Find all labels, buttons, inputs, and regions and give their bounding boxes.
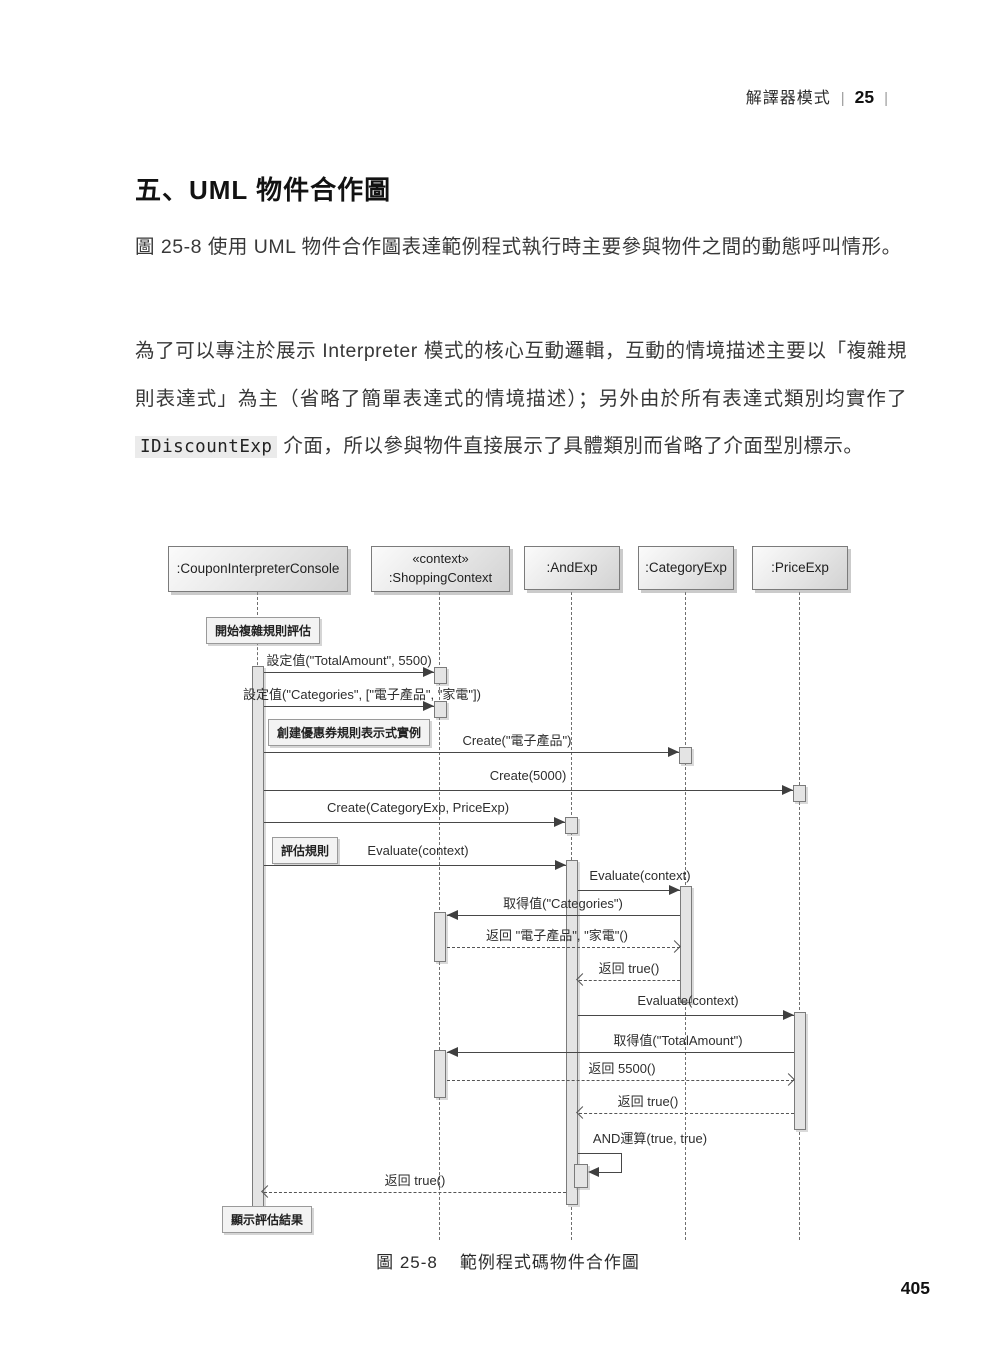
page-number: 405 — [900, 1278, 930, 1298]
activation-console — [252, 666, 264, 1208]
note-start-evaluation: 開始複雜規則評估 — [206, 617, 321, 644]
message-label-return-categories: 返回 "電子產品", "家電"() — [486, 928, 628, 943]
section-heading: 五、UML 物件合作圖 — [135, 175, 392, 205]
message-line — [447, 915, 680, 916]
message-label-set-categories: 設定值("Categories", ["電子產品", "家電"]) — [243, 687, 481, 702]
lifeline-box-shoppingcontext: «context» :ShoppingContext — [371, 546, 510, 592]
lifeline-box-categoryexp-label: :CategoryExp — [645, 560, 727, 576]
activation-context-set1 — [434, 667, 447, 684]
header-separator: | — [840, 90, 845, 107]
message-line — [264, 672, 434, 673]
message-line — [447, 947, 680, 948]
lifeline-box-priceexp: :PriceExp — [752, 546, 848, 590]
lifeline-stereotype: «context» — [412, 551, 469, 567]
arrowhead — [554, 817, 565, 827]
running-header: 解譯器模式 | 25 | — [746, 84, 888, 108]
message-label-get-totalamount: 取得值("TotalAmount") — [613, 1033, 743, 1048]
paragraph-detail-text: 為了可以專注於展示 Interpreter 模式的核心互動邏輯，互動的情境描述主… — [135, 340, 907, 410]
message-line — [264, 752, 679, 753]
message-label-create-and: Create(CategoryExp, PriceExp) — [326, 800, 510, 815]
activation-context-set2 — [434, 701, 447, 718]
activation-priceexp-evaluate — [794, 1012, 806, 1130]
activation-categoryexp-create — [679, 747, 692, 764]
message-label-create-category: Create("電子產品") — [462, 733, 572, 748]
message-label-set-totalamount: 設定值("TotalAmount", 5500) — [266, 653, 432, 668]
activation-context-getcategories — [434, 912, 446, 962]
message-line — [264, 706, 434, 707]
message-label-return-true-price: 返回 true() — [617, 1094, 679, 1109]
message-line — [578, 890, 680, 891]
message-label-return-true-console: 返回 true() — [384, 1173, 446, 1188]
message-line — [264, 790, 793, 791]
lifeline-box-andexp: :AndExp — [524, 546, 620, 590]
message-line — [264, 1192, 566, 1193]
lifeline-box-console: :CouponInterpreterConsole — [168, 546, 348, 592]
arrowhead-open — [782, 1073, 795, 1086]
arrowhead — [447, 910, 458, 920]
paragraph-detail: 為了可以專注於展示 Interpreter 模式的核心互動邏輯，互動的情境描述主… — [135, 328, 907, 472]
lifeline-box-andexp-label: :AndExp — [546, 560, 598, 576]
arrowhead — [423, 701, 434, 711]
message-line — [447, 1052, 794, 1053]
message-label-evaluate-and: Evaluate(context) — [367, 843, 469, 858]
arrowhead — [555, 860, 566, 870]
message-line — [579, 980, 680, 981]
note-create-expressions: 創建優惠券規則表示式實例 — [268, 719, 431, 746]
lifeline-priceexp — [799, 592, 800, 1240]
paragraph-detail-text: 介面，所以參與物件直接展示了具體類別而省略了介面型別標示。 — [277, 435, 864, 457]
chapter-title: 解譯器模式 — [745, 90, 831, 107]
header-chapter-number: 25 — [854, 87, 875, 107]
figure-caption: 圖 25-8 範例程式碼物件合作圖 — [168, 1248, 848, 1273]
activation-andexp-evaluate — [566, 860, 578, 1205]
message-label-get-categories: 取得值("Categories") — [503, 896, 623, 911]
lifeline-box-categoryexp: :CategoryExp — [638, 546, 734, 590]
activation-andexp-self — [574, 1164, 588, 1188]
arrowhead — [423, 667, 434, 677]
message-label-return-true-category: 返回 true() — [598, 961, 660, 976]
message-line — [264, 865, 566, 866]
message-line — [579, 1113, 794, 1114]
message-label-create-price: Create(5000) — [489, 768, 567, 783]
lifeline-box-console-label: :CouponInterpreterConsole — [176, 561, 340, 577]
header-separator: | — [884, 90, 888, 107]
arrowhead — [782, 785, 793, 795]
self-message-bottom-line — [597, 1172, 622, 1173]
figure-caption-number: 圖 25-8 — [376, 1253, 438, 1272]
note-evaluate-rule: 評估規則 — [272, 837, 339, 864]
self-message-side-line — [621, 1153, 622, 1173]
arrowhead — [783, 1010, 794, 1020]
note-show-result: 顯示評估結果 — [222, 1206, 313, 1233]
activation-context-gettotal — [434, 1050, 446, 1098]
inline-code-idiscountexp: IDiscountExp — [135, 436, 278, 458]
arrowhead-open — [576, 973, 589, 986]
message-line — [264, 822, 565, 823]
arrowhead — [668, 747, 679, 757]
activation-categoryexp-evaluate — [680, 886, 692, 1003]
arrowhead — [669, 885, 680, 895]
arrowhead-open — [576, 1106, 589, 1119]
activation-priceexp-create — [793, 785, 806, 802]
arrowhead — [447, 1047, 458, 1057]
self-message-top-line — [578, 1153, 622, 1154]
paragraph-intro: 圖 25-8 使用 UML 物件合作圖表達範例程式執行時主要參與物件之間的動態呼… — [135, 236, 902, 258]
arrowhead-open — [668, 940, 681, 953]
message-label-return-5500: 返回 5500() — [588, 1061, 656, 1076]
arrowhead — [588, 1167, 599, 1177]
message-line — [578, 1015, 794, 1016]
message-label-evaluate-category: Evaluate(context) — [589, 868, 691, 883]
lifeline-box-priceexp-label: :PriceExp — [771, 560, 829, 576]
message-line — [447, 1080, 794, 1081]
lifeline-box-shoppingcontext-label: :ShoppingContext — [388, 570, 493, 585]
message-label-and-operation: AND運算(true, true) — [592, 1131, 708, 1146]
figure-caption-title: 範例程式碼物件合作圖 — [459, 1253, 640, 1272]
message-label-evaluate-price: Evaluate(context) — [637, 993, 739, 1008]
activation-andexp-create — [565, 817, 578, 834]
